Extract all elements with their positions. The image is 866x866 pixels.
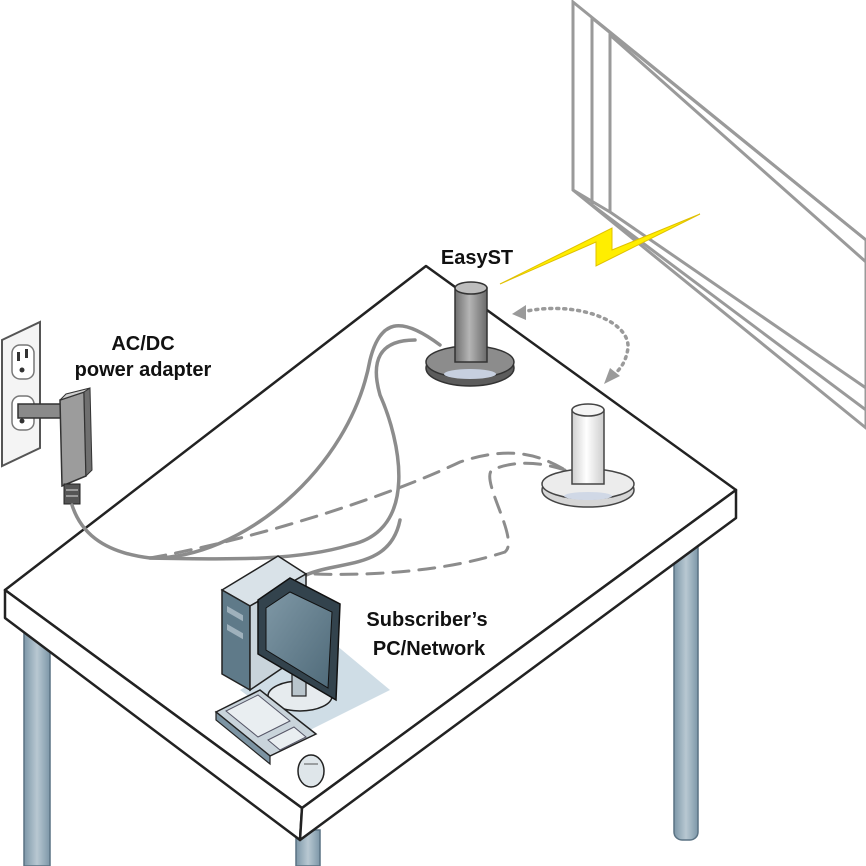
adapter-label-line2: power adapter	[75, 359, 212, 381]
adapter-label-line1: AC/DC	[111, 333, 174, 355]
device-label: EasyST	[441, 247, 513, 269]
pc-label-line2: PC/Network	[373, 638, 486, 660]
pc-label-line1: Subscriber’s	[366, 609, 487, 631]
window	[573, 2, 866, 428]
wall-outlet-icon	[2, 322, 40, 466]
lightning-bolt-icon	[500, 214, 700, 284]
